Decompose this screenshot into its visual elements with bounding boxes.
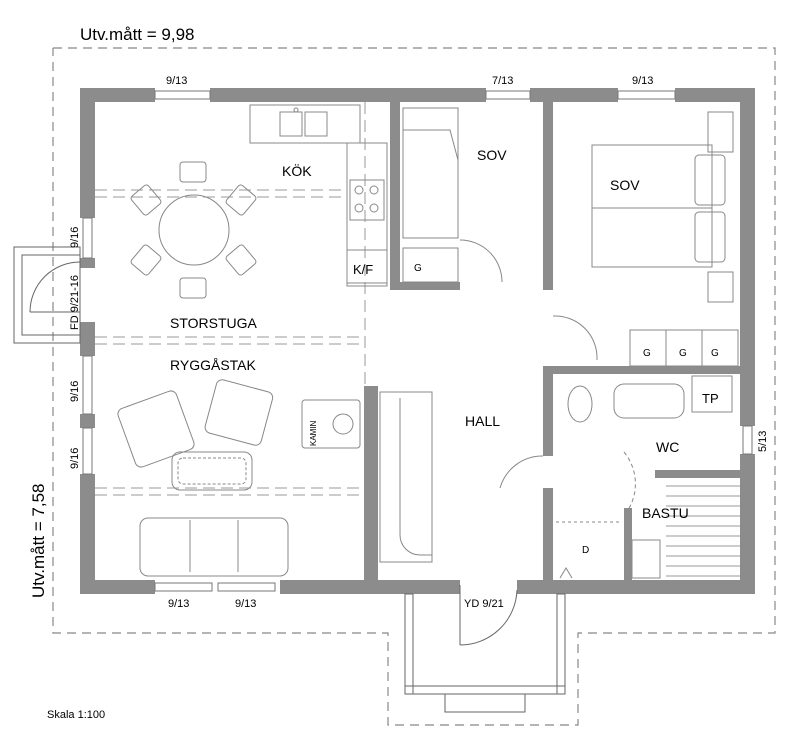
window-label-top-right: 9/13 (632, 75, 653, 87)
interior-walls (364, 102, 740, 594)
window-label-left-upper: 9/16 (69, 227, 81, 248)
window-label-right-wc: 5/13 (757, 431, 769, 452)
room-label-hall: HALL (465, 413, 500, 429)
windows (82, 90, 753, 592)
room-label-bedroom-2: SOV (610, 177, 640, 193)
bathroom-fixtures (556, 375, 740, 579)
kitchen-fixtures (249, 104, 388, 287)
window-label-bottom-left-2: 9/13 (235, 598, 256, 610)
window-label-left-mid: 9/16 (69, 381, 81, 402)
main-door-label: YD 9/21 (464, 598, 504, 610)
scale-label: Skala 1:100 (47, 709, 105, 721)
width-dimension-label: Utv.mått = 9,98 (80, 25, 194, 44)
bedroom-1-furniture (402, 107, 503, 283)
dining-set (130, 161, 257, 299)
room-label-sauna: BASTU (642, 505, 689, 521)
front-porch (404, 585, 566, 713)
room-label-wc: WC (656, 439, 679, 455)
hall-fixtures (379, 391, 544, 563)
wardrobe-label: G (643, 348, 651, 359)
bedroom-2-furniture (552, 111, 739, 367)
window-label-left-lower: 9/16 (69, 448, 81, 469)
room-label-bedroom-1: SOV (477, 147, 507, 163)
roof-outline (52, 47, 776, 726)
drain-label: D (582, 545, 589, 556)
side-entry-steps (13, 246, 81, 344)
side-door-label: FD 9/21-16 (69, 275, 81, 330)
living-furniture (117, 379, 361, 577)
window-label-bottom-left-1: 9/13 (168, 598, 189, 610)
height-dimension-label: Utv.mått = 7,58 (29, 484, 48, 598)
fridge-freezer-label: K/F (353, 262, 373, 277)
wardrobe-label: G (679, 348, 687, 359)
window-label-top-left: 9/13 (166, 75, 187, 87)
laundry-tp-label: TP (702, 391, 719, 406)
exterior-walls (80, 88, 755, 594)
room-label-kitchen: KÖK (282, 162, 312, 179)
room-label-living: STORSTUGA (170, 315, 258, 331)
beam-lines (95, 102, 366, 580)
room-label-living-sub: RYGGÅSTAK (170, 357, 257, 373)
wardrobe-label: G (414, 263, 422, 274)
fireplace-label: KAMIN (309, 420, 318, 446)
wardrobe-label: G (711, 348, 719, 359)
window-label-top-mid: 7/13 (492, 75, 513, 87)
